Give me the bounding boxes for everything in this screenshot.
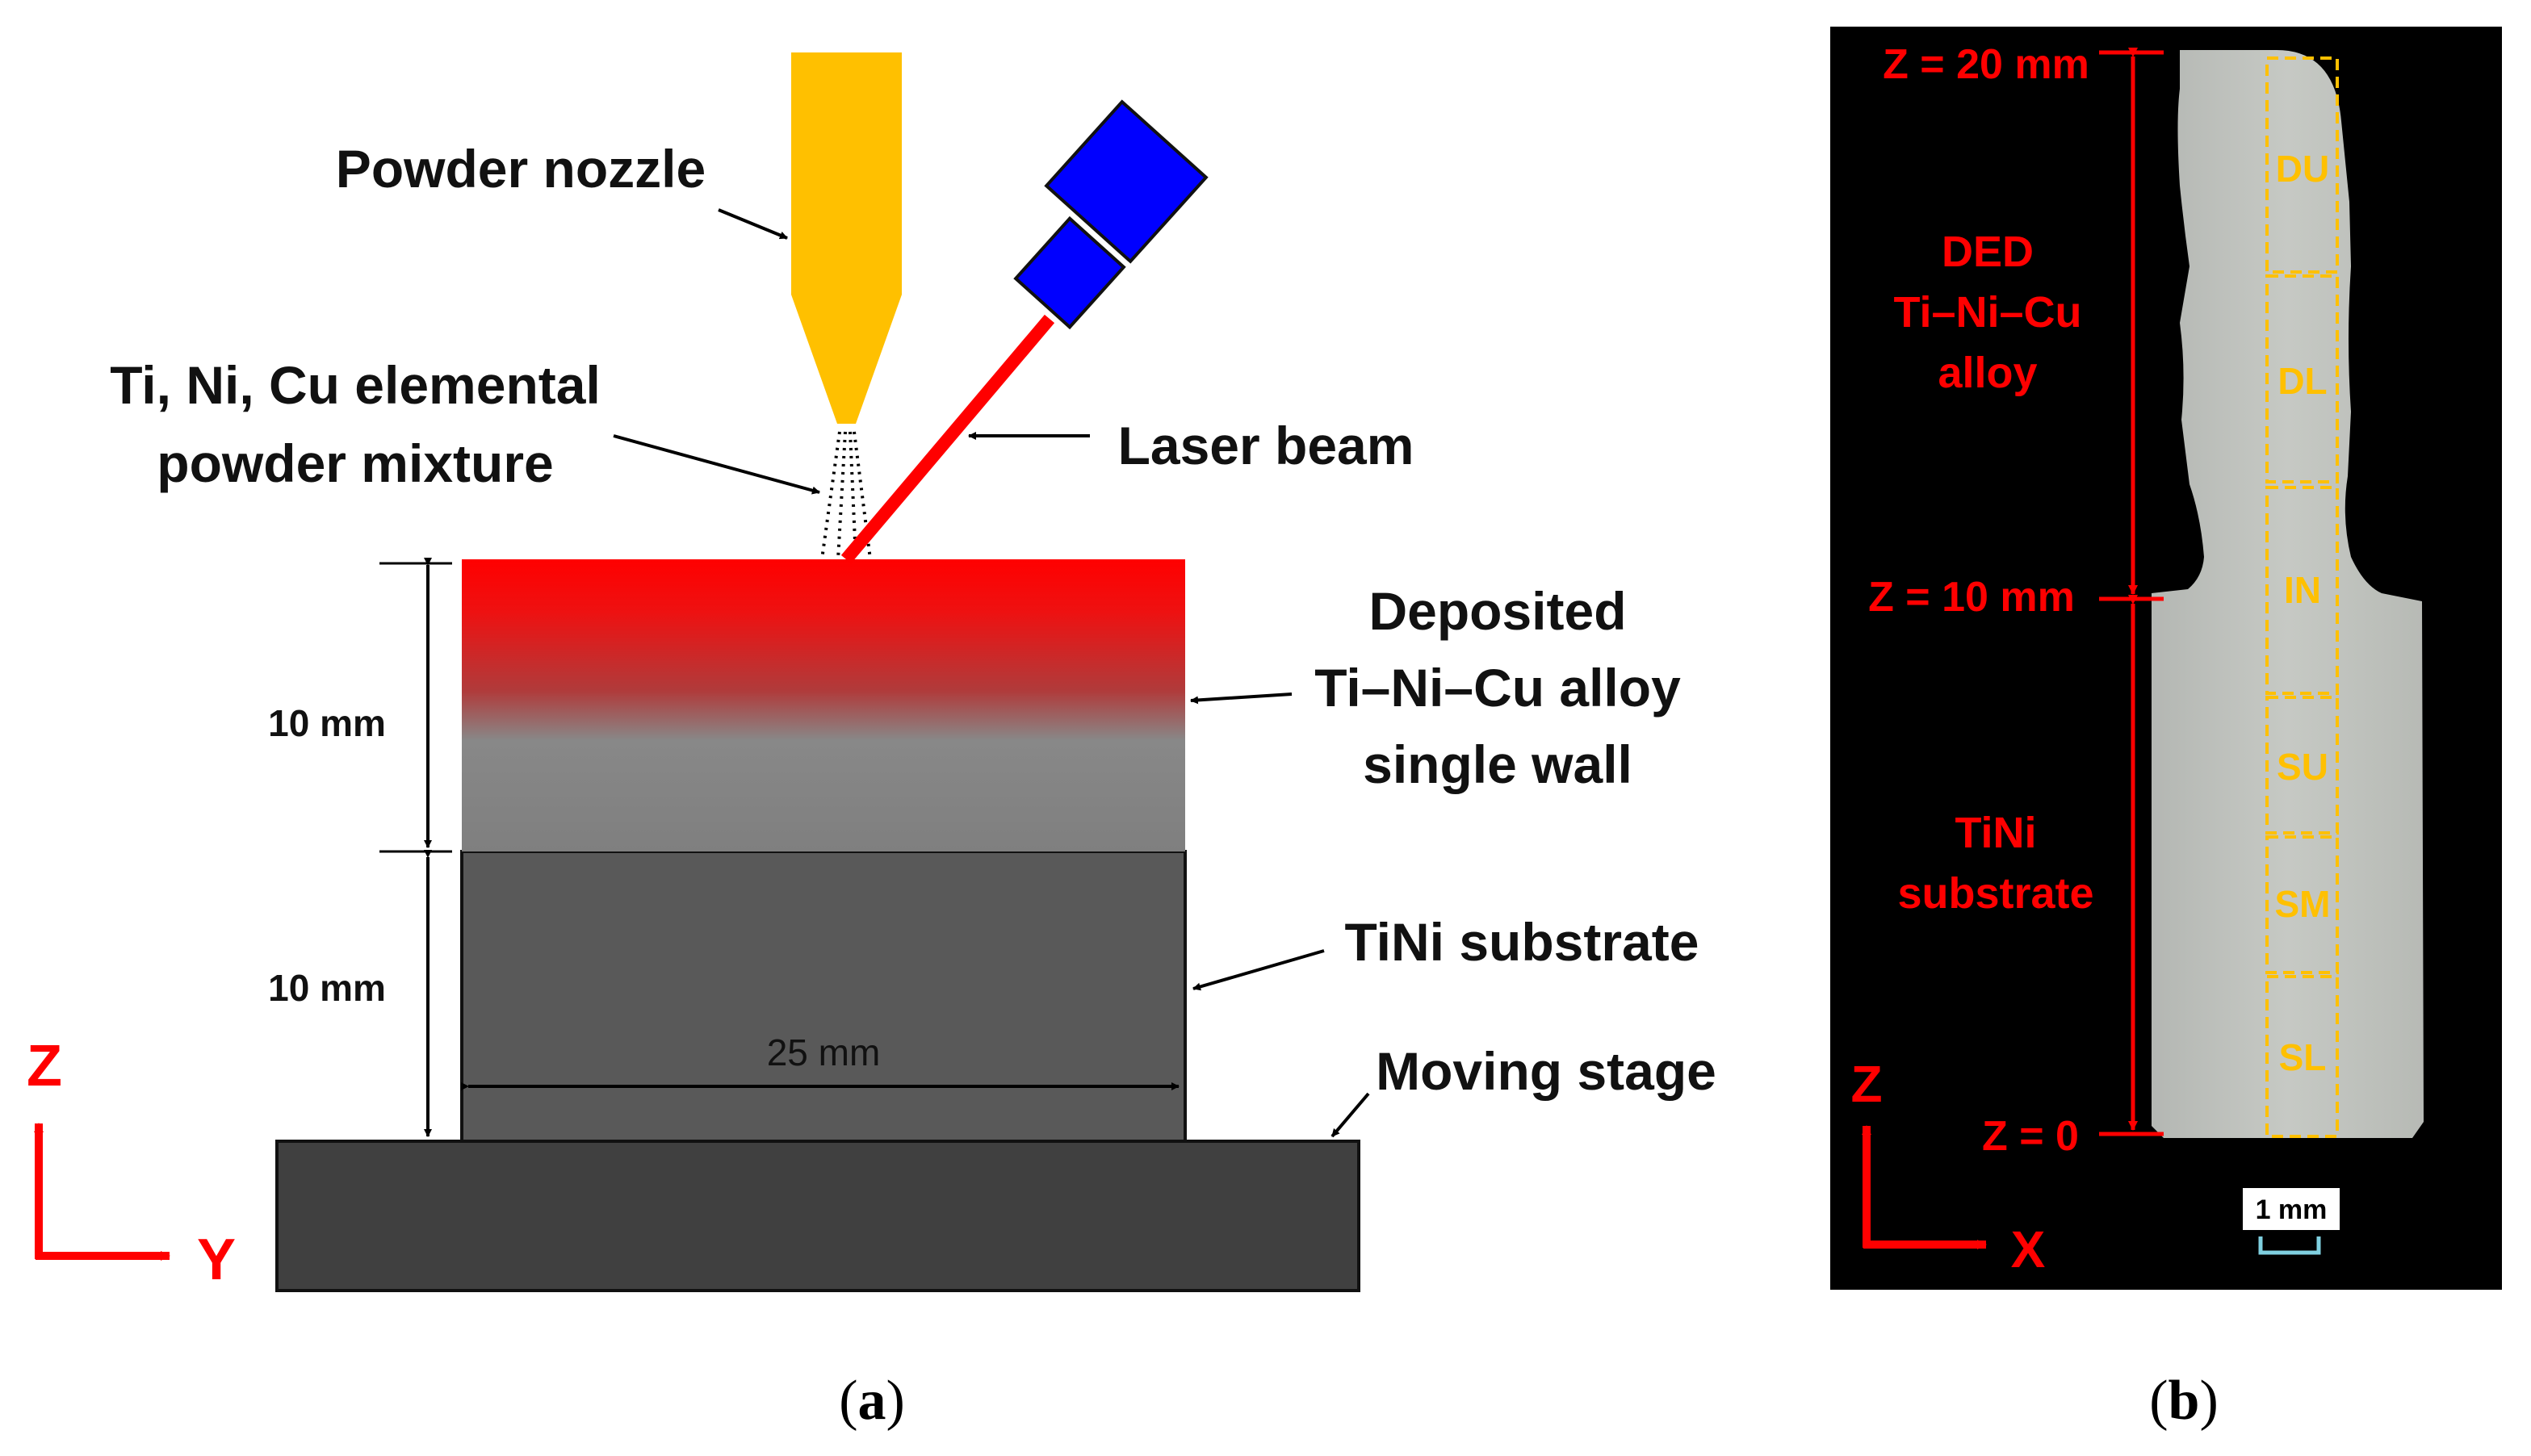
axis-y-label: Y	[197, 1228, 236, 1292]
axis-x-label: X	[2011, 1220, 2046, 1278]
laser-beam	[840, 314, 1055, 564]
panel-a: 10 mm 10 mm 25 mm Powder nozzle Ti, Ni, …	[27, 52, 1716, 1432]
moving-stage	[275, 1140, 1360, 1292]
wall-leader	[1190, 692, 1293, 705]
dimension-wall-height	[379, 558, 452, 853]
tini-substrate	[460, 850, 1187, 1143]
scale-bar-label: 1 mm	[2256, 1195, 2328, 1225]
laser-head	[1013, 99, 1209, 330]
tini-label-2: substrate	[1897, 869, 2093, 918]
substrate-leader	[1192, 949, 1325, 991]
axis-z-label-b: Z	[1850, 1055, 1882, 1113]
z20-label: Z = 20 mm	[1883, 41, 2089, 88]
laser-beam-label: Laser beam	[1118, 416, 1414, 475]
z10-label: Z = 10 mm	[1868, 574, 2075, 621]
axis-z-label: Z	[27, 1034, 62, 1098]
powder-leader	[613, 434, 820, 495]
region-label-sm: SM	[2275, 883, 2331, 925]
deposited-label-2: Ti–Ni–Cu alloy	[1314, 658, 1681, 718]
caption-a: (a)	[839, 1370, 905, 1432]
region-label-sl: SL	[2279, 1036, 2327, 1078]
region-label-dl: DL	[2277, 360, 2327, 402]
panel-b: DU DL IN SU SM SL Z = 20 mm Z = 10 mm Z …	[1830, 27, 2502, 1432]
powder-mixture-label-1: Ti, Ni, Cu elemental	[110, 355, 601, 415]
scale-bar	[2258, 1236, 2321, 1255]
stage-leader	[1330, 1092, 1370, 1138]
scale-bar-box	[2243, 1188, 2340, 1230]
deposited-wall	[462, 559, 1185, 851]
powder-nozzle	[791, 52, 902, 424]
tini-label-1: TiNi	[1955, 809, 2036, 857]
sample-cross-section	[2152, 50, 2424, 1138]
deposited-label-1: Deposited	[1368, 581, 1626, 641]
nozzle-leader	[718, 208, 788, 240]
width-label: 25 mm	[767, 1031, 881, 1073]
deposited-label-3: single wall	[1363, 734, 1632, 794]
height-substrate-label: 10 mm	[268, 967, 386, 1009]
z-dimension	[2099, 48, 2164, 1136]
region-label-in: IN	[2284, 569, 2321, 611]
axes-zy	[34, 1123, 170, 1261]
region-label-su: SU	[2277, 746, 2328, 788]
z0-label: Z = 0	[1982, 1113, 2079, 1160]
ded-label-3: alloy	[1938, 349, 2037, 397]
region-label-du: DU	[2276, 148, 2329, 190]
caption-b: (b)	[2149, 1370, 2219, 1432]
moving-stage-label: Moving stage	[1376, 1041, 1716, 1101]
ded-label-2: Ti–Ni–Cu	[1893, 288, 2081, 337]
substrate-label: TiNi substrate	[1345, 912, 1699, 972]
ded-label-1: DED	[1942, 228, 2034, 276]
region-boxes	[2265, 56, 2339, 1138]
height-wall-label: 10 mm	[268, 702, 386, 744]
axes-zx	[1862, 1125, 1987, 1249]
powder-nozzle-label: Powder nozzle	[336, 139, 706, 199]
powder-mixture-label-2: powder mixture	[157, 433, 553, 493]
